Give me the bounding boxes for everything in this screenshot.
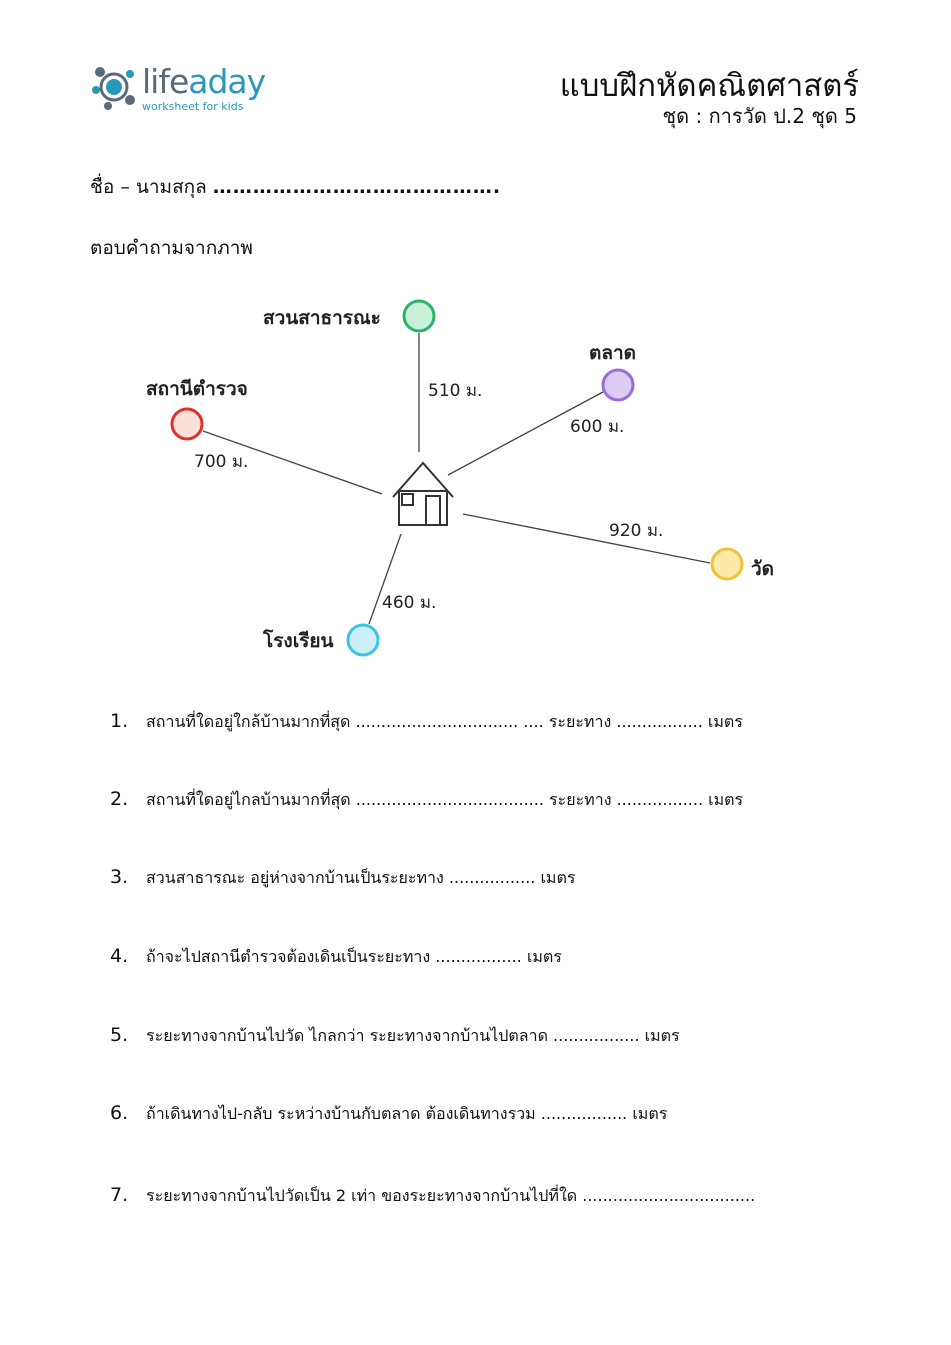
question-text[interactable]: สวนสาธารณะ อยู่ห่างจากบ้านเป็นระยะทาง ..… [146, 868, 576, 887]
park-label: สวนสาธารณะ [263, 307, 381, 329]
temple-label: วัด [751, 558, 774, 580]
temple-marker [710, 547, 744, 581]
line-school [368, 533, 402, 625]
police-station-marker [170, 407, 204, 441]
distance-diagram: สวนสาธารณะ ตลาด สถานีตำรวจ วัด โรงเรียน … [146, 299, 774, 657]
question-text[interactable]: ระยะทางจากบ้านไปวัดเป็น 2 เท่า ของระยะทา… [146, 1186, 756, 1205]
worksheet-title: แบบฝึกหัดคณิตศาสตร์ [559, 68, 859, 104]
name-blank[interactable]: ……………………………………. [212, 176, 502, 198]
instruction-text: ตอบคำถามจากภาพ [90, 237, 253, 259]
line-police [202, 430, 383, 495]
question-number: 3. [110, 866, 129, 888]
name-field: ชื่อ – นามสกุล ……………………………………. [90, 172, 501, 202]
question-text[interactable]: ถ้าเดินทางไป-กลับ ระหว่างบ้านกับตลาด ต้อ… [146, 1104, 668, 1123]
question-number: 4. [110, 945, 129, 967]
question-item: 2. สถานที่ใดอยู่ไกลบ้านมากที่สุด ........… [110, 788, 743, 813]
line-market [447, 391, 604, 476]
question-number: 6. [110, 1102, 129, 1124]
name-label: ชื่อ – นามสกุล [90, 176, 207, 198]
school-marker [346, 623, 380, 657]
school-distance: 460 ม. [382, 593, 436, 613]
market-distance: 600 ม. [570, 417, 624, 437]
logo-text-aday: aday [188, 62, 266, 101]
question-item: 5. ระยะทางจากบ้านไปวัด ไกลกว่า ระยะทางจาก… [110, 1024, 680, 1049]
question-item: 7. ระยะทางจากบ้านไปวัดเป็น 2 เท่า ของระยะ… [110, 1184, 755, 1209]
question-item: 1. สถานที่ใดอยู่ใกล้บ้านมากที่สุด .......… [110, 710, 743, 735]
question-number: 5. [110, 1024, 129, 1046]
worksheet-subtitle: ชุด : การวัด ป.2 ชุด 5 [662, 104, 857, 128]
question-number: 2. [110, 788, 129, 810]
market-marker [601, 368, 635, 402]
school-label: โรงเรียน [262, 629, 334, 652]
market-label: ตลาด [589, 342, 636, 364]
logo-text-life: life [142, 62, 189, 101]
question-item: 3. สวนสาธารณะ อยู่ห่างจากบ้านเป็นระยะทาง … [110, 866, 575, 891]
question-text[interactable]: ระยะทางจากบ้านไปวัด ไกลกว่า ระยะทางจากบ้… [146, 1026, 680, 1045]
question-number: 1. [110, 710, 129, 732]
question-text[interactable]: ถ้าจะไปสถานีตำรวจต้องเดินเป็นระยะทาง ...… [146, 947, 562, 966]
temple-distance: 920 ม. [609, 521, 663, 541]
park-distance: 510 ม. [428, 381, 482, 401]
logo-mark-icon [92, 67, 135, 110]
question-text[interactable]: สถานที่ใดอยู่ไกลบ้านมากที่สุด ..........… [146, 790, 744, 809]
question-number: 7. [110, 1184, 129, 1206]
question-text[interactable]: สถานที่ใดอยู่ใกล้บ้านมากที่สุด .........… [146, 712, 743, 731]
logo-tagline: worksheet for kids [142, 100, 244, 113]
police-station-label: สถานีตำรวจ [146, 378, 248, 400]
line-temple [462, 513, 711, 564]
lifeaday-logo: lifeaday worksheet for kids [90, 60, 290, 116]
house-icon [392, 461, 454, 526]
question-item: 6. ถ้าเดินทางไป-กลับ ระหว่างบ้านกับตลาด ต… [110, 1102, 667, 1127]
police-station-distance: 700 ม. [194, 452, 248, 472]
park-marker [402, 299, 436, 333]
logo-wordmark: lifeaday [142, 62, 266, 101]
question-item: 4. ถ้าจะไปสถานีตำรวจต้องเดินเป็นระยะทาง .… [110, 945, 562, 970]
